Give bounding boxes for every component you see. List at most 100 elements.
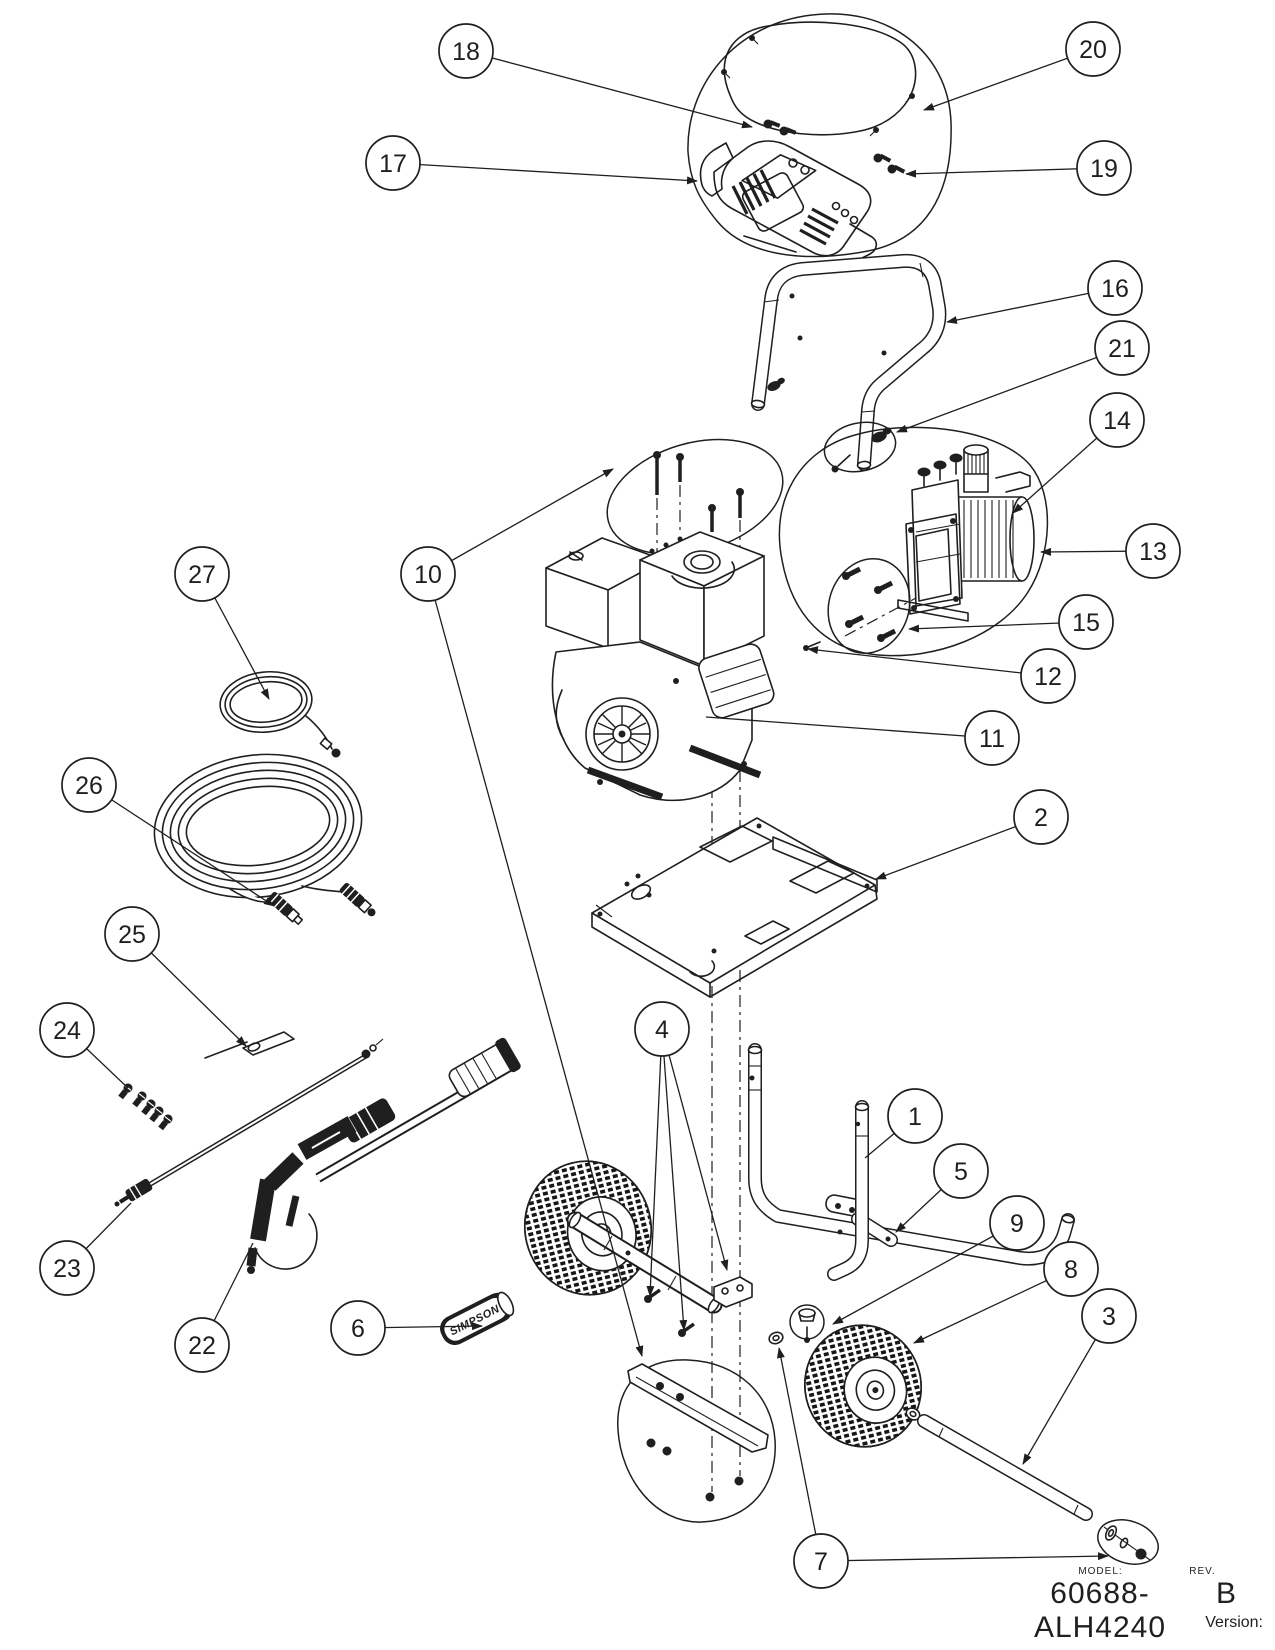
callout-17: 17 [365, 135, 698, 191]
callout-number-24: 24 [53, 1017, 81, 1045]
callout-7: 7 [777, 1347, 1109, 1589]
handle-support-tube [827, 1100, 870, 1281]
callout-circle-2 [1013, 789, 1069, 845]
callout-number-3: 3 [1102, 1303, 1116, 1331]
callout-5: 5 [895, 1143, 989, 1233]
left-wheel [523, 1160, 653, 1296]
callout-circle-6 [330, 1300, 386, 1356]
callout-27: 27 [174, 546, 270, 700]
pump-bolts-bubble [827, 557, 911, 655]
callout-circle-15 [1058, 594, 1114, 650]
callout-number-17: 17 [379, 150, 407, 178]
callout-circle-4 [634, 1001, 690, 1057]
callout-20: 20 [923, 21, 1121, 111]
screws-18 [763, 119, 797, 136]
top-cover-plate [721, 21, 917, 137]
handle-knob-left [767, 377, 785, 392]
callout-number-8: 8 [1064, 1256, 1078, 1284]
thermal-relief-hose-end [305, 715, 341, 758]
callout-circle-7 [793, 1533, 849, 1589]
callout-14: 14 [1012, 392, 1145, 514]
callout-number-12: 12 [1034, 663, 1062, 691]
thermal-relief-hose [219, 670, 313, 734]
callout-number-27: 27 [188, 561, 216, 589]
callout-26: 26 [61, 757, 275, 907]
callout-number-25: 25 [118, 921, 146, 949]
callout-24: 24 [39, 1002, 129, 1089]
callout-circle-18 [438, 23, 494, 79]
right-wheel [804, 1324, 922, 1448]
model-value: 60688-ALH4240 [1033, 1577, 1167, 1644]
flywheel [585, 697, 659, 771]
rev-label: REV. [1189, 1566, 1216, 1577]
callout-number-6: 6 [351, 1315, 365, 1343]
cover-screws [721, 35, 915, 137]
rev-value: B [1215, 1577, 1237, 1610]
callout-19: 19 [905, 140, 1132, 196]
callout-circle-21 [1094, 320, 1150, 376]
callout-circle-24 [39, 1002, 95, 1058]
pump-valve-caps [917, 453, 963, 487]
callout-11: 11 [705, 710, 1020, 766]
callout-layer: 1234567891011121314151617181920212223242… [39, 21, 1181, 1589]
callout-4: 4 [634, 1001, 729, 1331]
callout-3: 3 [1022, 1288, 1137, 1465]
unloader-knob [963, 444, 989, 493]
callout-8: 8 [913, 1241, 1099, 1344]
callout-number-14: 14 [1103, 407, 1131, 435]
spray-wand [114, 1038, 384, 1207]
callout-number-9: 9 [1010, 1210, 1024, 1238]
callout-circle-26 [61, 757, 117, 813]
callout-circle-23 [39, 1240, 95, 1296]
cart-frame [523, 1043, 1075, 1345]
callout-number-22: 22 [188, 1332, 216, 1360]
callout-23: 23 [39, 1202, 132, 1296]
callout-circle-8 [1043, 1241, 1099, 1297]
callout-circle-13 [1125, 523, 1181, 579]
callout-number-2: 2 [1034, 804, 1048, 832]
callout-number-19: 19 [1090, 155, 1118, 183]
callout-10: 10 [400, 468, 644, 1357]
callout-circle-17 [365, 135, 421, 191]
callout-number-13: 13 [1139, 538, 1167, 566]
callout-circle-19 [1076, 140, 1132, 196]
version-label: Version: [1205, 1614, 1263, 1631]
screws-19 [873, 153, 906, 174]
callout-circle-3 [1081, 1288, 1137, 1344]
callout-9: 9 [832, 1195, 1045, 1325]
handle-bar [750, 253, 947, 473]
callout-21: 21 [896, 320, 1150, 433]
callout-circle-25 [104, 906, 160, 962]
model-label: MODEL: [1078, 1566, 1123, 1577]
callout-number-11: 11 [979, 725, 1005, 753]
callout-number-7: 7 [814, 1548, 828, 1576]
axle-hardware-bubble [1097, 1519, 1159, 1565]
console-vents-left [731, 169, 777, 215]
callout-circle-12 [1020, 648, 1076, 704]
hose-fitting-left [267, 891, 304, 926]
pump-bolts [842, 566, 897, 642]
hose-fitting-right [339, 882, 376, 917]
spray-gun [246, 1037, 521, 1274]
callout-13: 13 [1040, 523, 1181, 579]
console-panel-bubble [687, 13, 952, 261]
callout-circle-14 [1089, 392, 1145, 448]
engine-bolts [653, 451, 744, 532]
callout-circle-9 [989, 1195, 1045, 1251]
callout-6: 6 [330, 1300, 483, 1356]
callout-circle-1 [887, 1088, 943, 1144]
nozzle-cleaning-tool [204, 1031, 295, 1059]
callout-number-23: 23 [53, 1255, 81, 1283]
pump-bubble [778, 426, 1049, 657]
callout-number-21: 21 [1108, 335, 1136, 363]
engine [545, 531, 775, 802]
pump [897, 444, 1035, 622]
console-vents-right [799, 207, 839, 246]
gun-coupler [448, 1037, 521, 1098]
callout-number-5: 5 [954, 1158, 968, 1186]
callout-16: 16 [946, 260, 1143, 324]
callout-15: 15 [908, 594, 1114, 650]
callout-18: 18 [438, 23, 753, 129]
